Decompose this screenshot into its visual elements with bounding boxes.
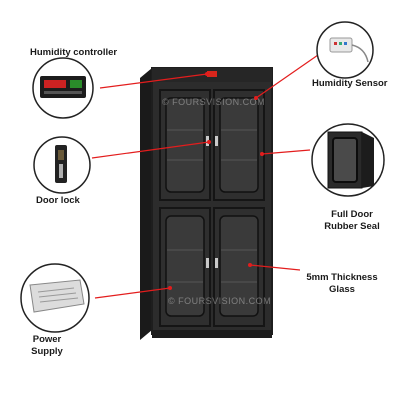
lock-keyhole-icon xyxy=(58,150,64,160)
callout-line-humidity-sensor xyxy=(255,54,319,99)
label-line: Glass xyxy=(329,284,355,295)
watermark-text: © FOURSVISION.COM xyxy=(168,296,271,306)
callout-line-humidity-controller xyxy=(99,73,208,89)
callout-line-door-lock xyxy=(91,141,210,159)
lock-handle-icon xyxy=(59,164,63,178)
controller-buttons-icon xyxy=(44,91,82,94)
dry-cabinet: © FOURSVISION.COM © FOURSVISION.COM xyxy=(140,67,273,340)
callout-lines xyxy=(91,54,319,299)
label-door-lock: Door lock xyxy=(36,195,80,206)
vent-icon xyxy=(38,292,77,298)
label-power-supply: Power Supply xyxy=(22,334,72,358)
sensor-pin-icon xyxy=(334,42,337,45)
label-line: Supply xyxy=(31,346,63,357)
door-handle xyxy=(215,258,218,268)
cabinet-side-panel xyxy=(140,68,152,340)
callout-dot xyxy=(248,263,252,267)
watermark-text: © FOURSVISION.COM xyxy=(162,97,265,107)
door-edge-icon xyxy=(362,132,374,188)
label-humidity-controller: Humidity controller xyxy=(30,47,118,58)
label-line: Full Door xyxy=(331,209,373,220)
controller-display-icon xyxy=(70,80,82,88)
callout-dot xyxy=(207,140,211,144)
controller-indicator xyxy=(207,71,217,77)
humidity-controller-callout xyxy=(32,57,94,119)
callout-dot xyxy=(254,96,258,100)
door-lock-callout xyxy=(33,136,91,194)
sensor-cable-icon xyxy=(351,44,369,63)
callout-dot xyxy=(205,72,209,76)
callout-dot xyxy=(168,286,172,290)
controller-display-icon xyxy=(44,80,66,88)
label-line: Rubber Seal xyxy=(324,221,380,232)
cabinet-base xyxy=(152,330,272,338)
lower-left-glass xyxy=(165,215,205,317)
door-seal-icon xyxy=(332,137,358,183)
door-handle xyxy=(206,258,209,268)
sensor-pin-icon xyxy=(339,42,342,45)
door-handle xyxy=(215,136,218,146)
callout-line-rubber-seal xyxy=(261,149,311,155)
label-line: 5mm Thickness xyxy=(306,272,378,283)
vent-icon xyxy=(39,297,79,303)
callout-line-power-supply xyxy=(94,287,171,299)
power-supply-callout xyxy=(20,263,90,333)
humidity-sensor-callout xyxy=(316,21,374,79)
upper-right-glass xyxy=(219,97,259,193)
label-glass-thickness: 5mm Thickness Glass xyxy=(300,272,384,296)
rubber-seal-callout xyxy=(311,123,385,197)
vent-icon xyxy=(37,287,75,293)
callout-line-glass xyxy=(249,264,301,271)
label-line: Power xyxy=(32,334,62,345)
callout-dot xyxy=(260,152,264,156)
label-full-door-rubber-seal: Full Door Rubber Seal xyxy=(320,209,384,233)
label-humidity-sensor: Humidity Sensor xyxy=(312,78,388,89)
sensor-pin-icon xyxy=(344,42,347,45)
